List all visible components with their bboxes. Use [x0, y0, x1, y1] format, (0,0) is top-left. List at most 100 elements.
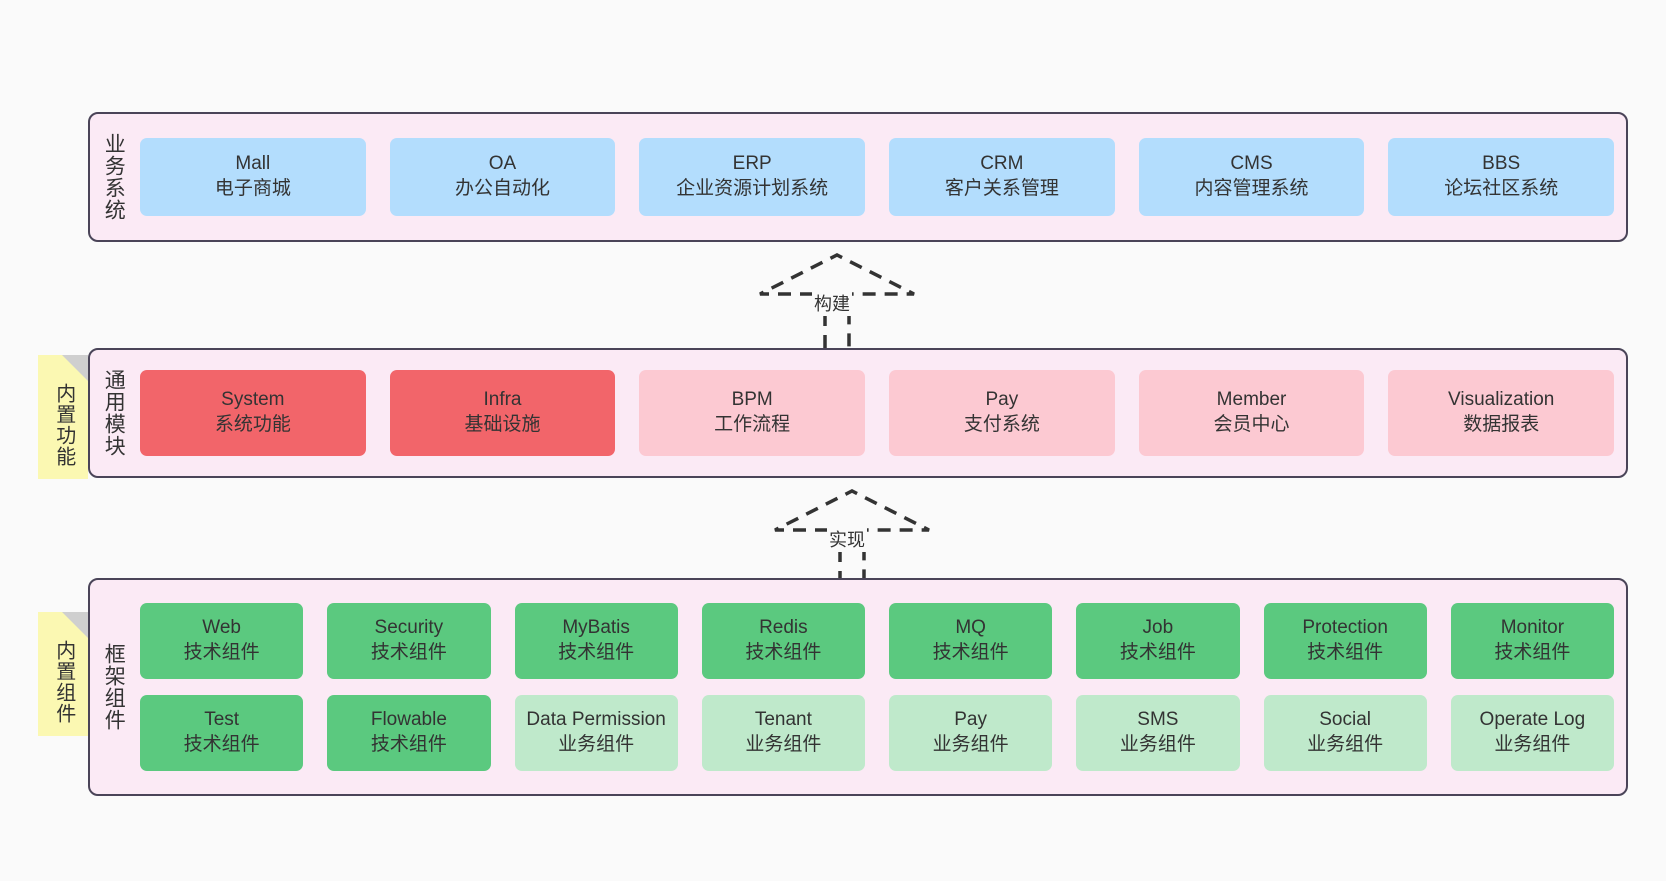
connector-build-label: 构建: [812, 290, 852, 316]
card-desc: 技术组件: [1307, 642, 1384, 663]
card-row: System 系统功能 Infra 基础设施 BPM 工作流程 Pay 支付系统…: [140, 370, 1615, 456]
page-fold-icon: [62, 612, 88, 638]
card-desc: 技术组件: [183, 642, 260, 663]
card-desc: 工作流程: [714, 414, 791, 435]
card-desc: 业务组件: [558, 734, 635, 755]
card-name: Monitor: [1500, 617, 1565, 639]
card-tenant[interactable]: Tenant 业务组件: [701, 695, 865, 771]
card-name: Security: [374, 617, 444, 639]
card-name: System: [221, 389, 285, 411]
card-monitor[interactable]: Monitor 技术组件: [1450, 603, 1614, 679]
card-crm[interactable]: CRM 客户关系管理: [889, 138, 1115, 216]
card-desc: 客户关系管理: [944, 178, 1059, 199]
card-mq[interactable]: MQ 技术组件: [889, 603, 1053, 679]
card-name: Member: [1216, 389, 1287, 411]
card-web[interactable]: Web 技术组件: [140, 603, 304, 679]
card-flowable[interactable]: Flowable 技术组件: [327, 695, 491, 771]
card-mybatis[interactable]: MyBatis 技术组件: [514, 603, 678, 679]
card-social[interactable]: Social 业务组件: [1263, 695, 1427, 771]
connector-implement: 实现: [765, 488, 935, 584]
card-name: Visualization: [1448, 389, 1555, 411]
card-name: Social: [1319, 709, 1371, 731]
card-name: OA: [488, 153, 517, 175]
card-desc: 数据报表: [1463, 414, 1540, 435]
card-desc: 系统功能: [214, 414, 291, 435]
card-desc: 办公自动化: [455, 178, 551, 199]
card-name: MyBatis: [562, 617, 630, 639]
card-name: CRM: [980, 153, 1024, 175]
card-desc: 论坛社区系统: [1444, 178, 1559, 199]
card-desc: 技术组件: [1119, 642, 1196, 663]
card-desc: 技术组件: [183, 734, 260, 755]
card-desc: 业务组件: [1307, 734, 1384, 755]
card-erp[interactable]: ERP 企业资源计划系统: [639, 138, 866, 216]
layer-framework-components: 框架组件 Web 技术组件 Security 技术组件 MyBatis 技术组件…: [88, 578, 1628, 796]
page-fold-icon: [62, 355, 88, 381]
card-desc: 业务组件: [745, 734, 822, 755]
card-desc: 会员中心: [1213, 414, 1290, 435]
card-redis[interactable]: Redis 技术组件: [701, 603, 865, 679]
card-name: Pay: [954, 709, 987, 731]
card-desc: 技术组件: [745, 642, 822, 663]
card-sms[interactable]: SMS 业务组件: [1076, 695, 1240, 771]
card-name: Data Permission: [526, 709, 666, 731]
layer-common-modules: 通用模块 System 系统功能 Infra 基础设施 BPM 工作流程 Pay…: [88, 348, 1628, 478]
sticky-note-label: 内置组件: [52, 640, 75, 724]
card-system[interactable]: System 系统功能: [140, 370, 366, 456]
sticky-note-builtin-components: 内置组件: [38, 612, 88, 736]
card-operate-log[interactable]: Operate Log 业务组件: [1450, 695, 1614, 771]
card-desc: 技术组件: [1494, 642, 1571, 663]
card-job[interactable]: Job 技术组件: [1076, 603, 1240, 679]
card-security[interactable]: Security 技术组件: [327, 603, 491, 679]
card-desc: 内容管理系统: [1194, 178, 1309, 199]
card-bpm[interactable]: BPM 工作流程: [639, 370, 866, 456]
layer-title-modules: 通用模块: [102, 369, 126, 457]
card-name: Flowable: [370, 709, 447, 731]
card-cms[interactable]: CMS 内容管理系统: [1138, 138, 1365, 216]
card-desc: 技术组件: [932, 642, 1009, 663]
card-desc: 业务组件: [1119, 734, 1196, 755]
connector-implement-label: 实现: [827, 526, 867, 552]
card-desc: 企业资源计划系统: [676, 178, 829, 199]
card-name: Tenant: [754, 709, 812, 731]
card-desc: 业务组件: [1494, 734, 1571, 755]
card-name: Protection: [1302, 617, 1388, 639]
card-name: Operate Log: [1479, 709, 1586, 731]
card-oa[interactable]: OA 办公自动化: [389, 138, 616, 216]
card-desc: 业务组件: [932, 734, 1009, 755]
card-name: CMS: [1230, 153, 1273, 175]
card-name: BPM: [731, 389, 773, 411]
card-desc: 基础设施: [464, 414, 541, 435]
card-protection[interactable]: Protection 技术组件: [1263, 603, 1427, 679]
card-bbs[interactable]: BBS 论坛社区系统: [1388, 138, 1615, 216]
card-name: Infra: [483, 389, 522, 411]
card-desc: 技术组件: [370, 642, 447, 663]
layer-body-business: Mall 电子商城 OA 办公自动化 ERP 企业资源计划系统 CRM 客户关系…: [136, 114, 1626, 240]
card-name: Pay: [985, 389, 1019, 411]
card-visualization[interactable]: Visualization 数据报表: [1388, 370, 1615, 456]
card-row: Test 技术组件 Flowable 技术组件 Data Permission …: [140, 695, 1614, 771]
card-name: BBS: [1482, 153, 1521, 175]
card-name: Redis: [759, 617, 808, 639]
card-row: Mall 电子商城 OA 办公自动化 ERP 企业资源计划系统 CRM 客户关系…: [140, 138, 1615, 216]
layer-body-modules: System 系统功能 Infra 基础设施 BPM 工作流程 Pay 支付系统…: [136, 350, 1626, 476]
layer-title-business: 业务系统: [102, 133, 126, 221]
card-infra[interactable]: Infra 基础设施: [389, 370, 616, 456]
card-pay-module[interactable]: Pay 支付系统: [889, 370, 1115, 456]
card-name: Test: [204, 709, 240, 731]
layer-business-systems: 业务系统 Mall 电子商城 OA 办公自动化 ERP 企业资源计划系统 CRM…: [88, 112, 1628, 242]
sticky-note-builtin-features: 内置功能: [38, 355, 88, 479]
card-mall[interactable]: Mall 电子商城: [140, 138, 366, 216]
card-name: MQ: [955, 617, 986, 639]
card-name: ERP: [732, 153, 772, 175]
card-desc: 技术组件: [370, 734, 447, 755]
card-pay-component[interactable]: Pay 业务组件: [889, 695, 1053, 771]
card-test[interactable]: Test 技术组件: [140, 695, 304, 771]
card-member[interactable]: Member 会员中心: [1138, 370, 1365, 456]
card-desc: 支付系统: [963, 414, 1040, 435]
card-data-permission[interactable]: Data Permission 业务组件: [514, 695, 678, 771]
card-name: Mall: [235, 153, 271, 175]
card-row: Web 技术组件 Security 技术组件 MyBatis 技术组件 Redi…: [140, 603, 1614, 679]
card-desc: 技术组件: [558, 642, 635, 663]
